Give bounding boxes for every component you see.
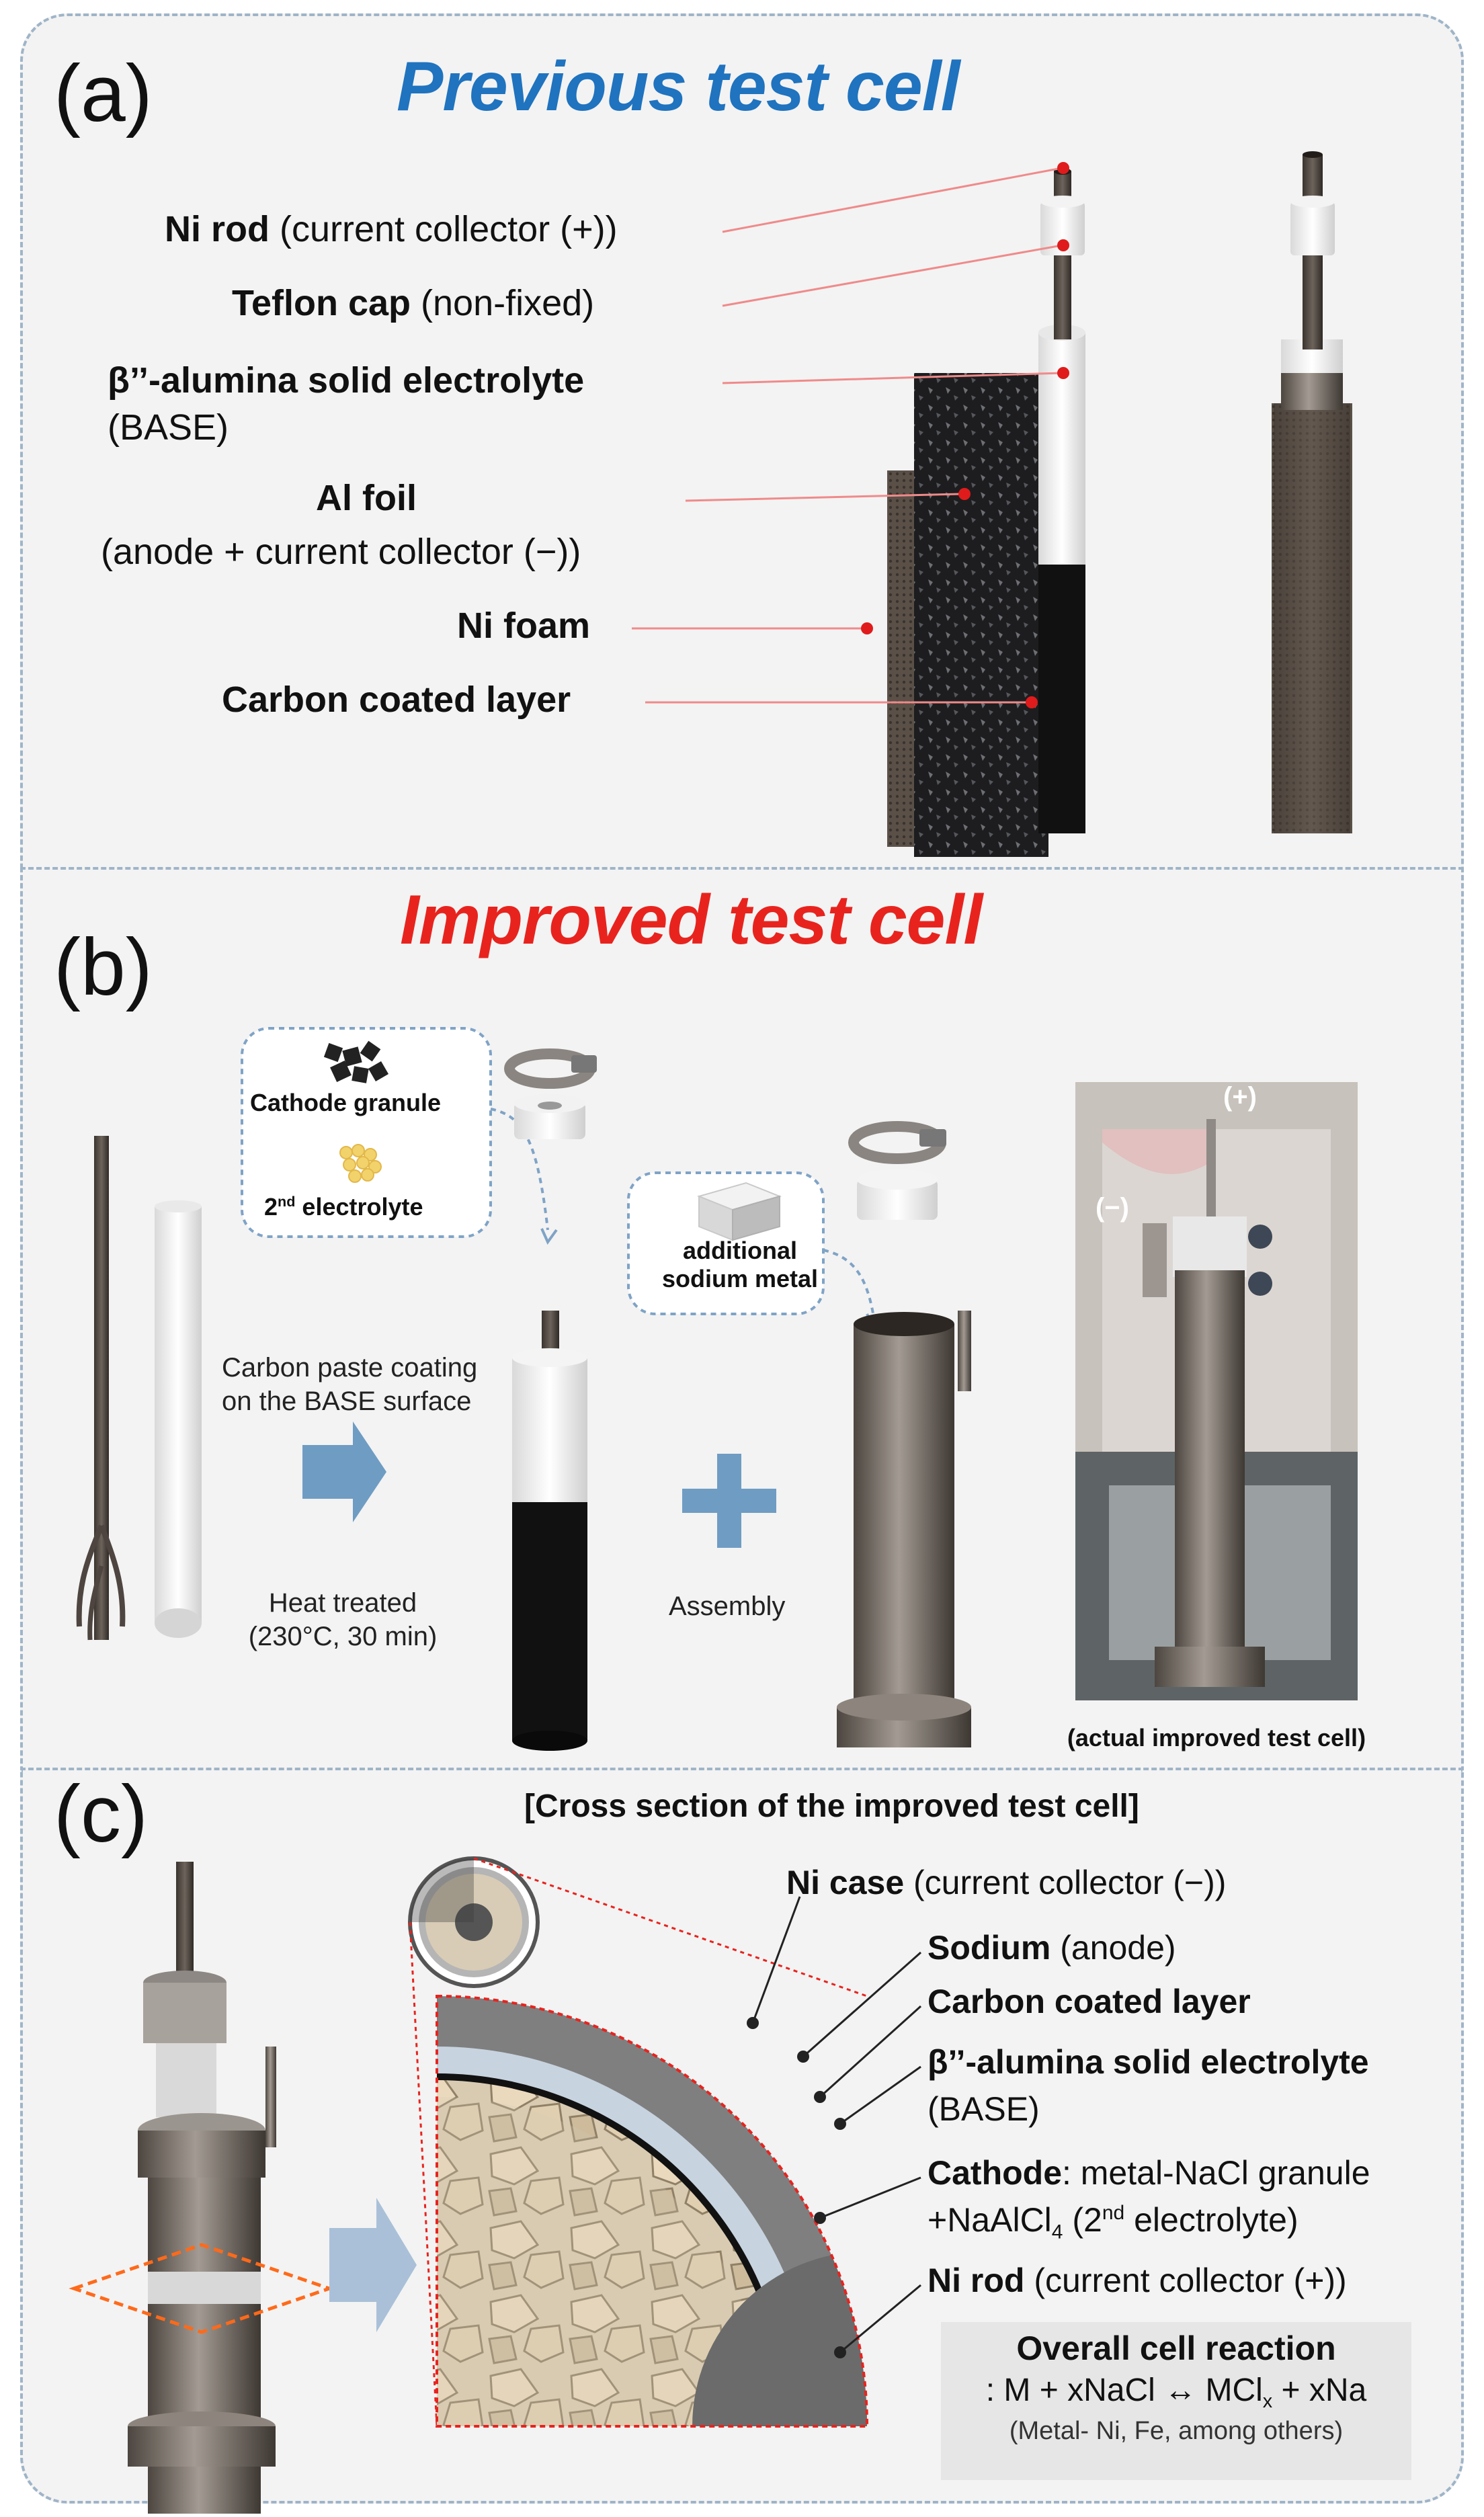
panel-a-leaders bbox=[632, 167, 1063, 704]
assembled-cell-full bbox=[69, 1862, 335, 2514]
reaction-box: Overall cell reaction : M + xNaCl ↔ MClx… bbox=[941, 2322, 1411, 2480]
quarter-outline bbox=[436, 1994, 869, 2428]
cathode-bubble bbox=[241, 1027, 492, 1238]
previous-cell-assembled bbox=[1272, 151, 1352, 833]
label-teflon-cap: Teflon cap (non-fixed) bbox=[232, 283, 595, 323]
base-tube bbox=[1038, 333, 1085, 565]
label-base-abbrev: (BASE) bbox=[108, 407, 229, 448]
label-sodium: Sodium (anode) bbox=[928, 1929, 1176, 1967]
photo-caption: (actual improved test cell) bbox=[1067, 1724, 1366, 1751]
label-cathode-electrolyte: +NaAlCl4 (2nd electrolyte) bbox=[928, 2201, 1298, 2243]
reaction-equation: : M + xNaCl ↔ MClx + xNa bbox=[985, 2372, 1367, 2413]
label-ni-foam: Ni foam bbox=[457, 606, 591, 646]
panel-a-letter: (a) bbox=[54, 48, 153, 138]
label-carbon-layer-c: Carbon coated layer bbox=[928, 1983, 1251, 2020]
reaction-title: Overall cell reaction bbox=[1016, 2329, 1336, 2367]
base-tube-component bbox=[155, 1200, 202, 1638]
previous-cell-cutaway bbox=[887, 168, 1085, 857]
cathode-granule-label: Cathode granule bbox=[250, 1089, 442, 1116]
assembly-label: Assembly bbox=[669, 1592, 786, 1621]
label-al-foil-desc: (anode + current collector (−)) bbox=[101, 532, 581, 572]
label-ni-rod-c: Ni rod (current collector (+)) bbox=[928, 2262, 1347, 2299]
panel-a-dots bbox=[861, 162, 1069, 708]
cross-section-heading: [Cross section of the improved test cell… bbox=[524, 1788, 1139, 1824]
zoom-arrow bbox=[329, 2198, 417, 2332]
cathode-granule-icon bbox=[323, 1040, 389, 1083]
photo-minus-label: (−) bbox=[1096, 1193, 1129, 1223]
reaction-note: (Metal- Ni, Fe, among others) bbox=[1009, 2417, 1344, 2446]
cross-section-overview bbox=[408, 1856, 540, 1988]
label-ni-rod: Ni rod (current collector (+)) bbox=[165, 209, 618, 249]
label-base-c-abbrev: (BASE) bbox=[928, 2090, 1040, 2128]
panel-c-leaders bbox=[751, 1896, 922, 2354]
second-electrolyte-label: 2nd electrolyte bbox=[264, 1193, 423, 1221]
coated-base-assembly bbox=[512, 1311, 587, 1751]
label-cathode: Cathode: metal-NaCl granule bbox=[928, 2154, 1370, 2192]
electrolyte-icon bbox=[339, 1144, 382, 1183]
hose-clamp-top bbox=[504, 1048, 597, 1139]
photo-plus-label: (+) bbox=[1223, 1082, 1257, 1112]
actual-cell-photo bbox=[1075, 1082, 1358, 1700]
zoom-lines bbox=[409, 1857, 868, 2427]
panel-c-dots bbox=[747, 2017, 846, 2358]
panel-a-title: Previous test cell bbox=[397, 48, 960, 126]
teflon-cap bbox=[1040, 202, 1085, 255]
quarter-section bbox=[437, 1996, 867, 2426]
label-carbon-layer: Carbon coated layer bbox=[222, 679, 571, 720]
label-ni-case: Ni case (current collector (−)) bbox=[786, 1864, 1227, 1901]
sodium-metal-icon bbox=[696, 1182, 782, 1241]
ni-case-component bbox=[837, 1121, 971, 1747]
label-al-foil: Al foil bbox=[316, 478, 417, 518]
assembly-plus bbox=[682, 1454, 776, 1548]
ni-rod-component bbox=[76, 1136, 126, 1641]
process-arrow bbox=[302, 1421, 386, 1522]
panel-c-letter: (c) bbox=[54, 1769, 148, 1859]
panel-a bbox=[20, 13, 1464, 887]
heat-treat-label: Heat treated(230°C, 30 min) bbox=[248, 1588, 438, 1651]
label-base: β’’-alumina solid electrolyte bbox=[108, 360, 585, 401]
panel-b-title: Improved test cell bbox=[400, 881, 983, 959]
label-base-c: β’’-alumina solid electrolyte bbox=[928, 2043, 1369, 2081]
al-foil-layer bbox=[914, 373, 1048, 857]
panel-b-letter: (b) bbox=[54, 922, 153, 1012]
